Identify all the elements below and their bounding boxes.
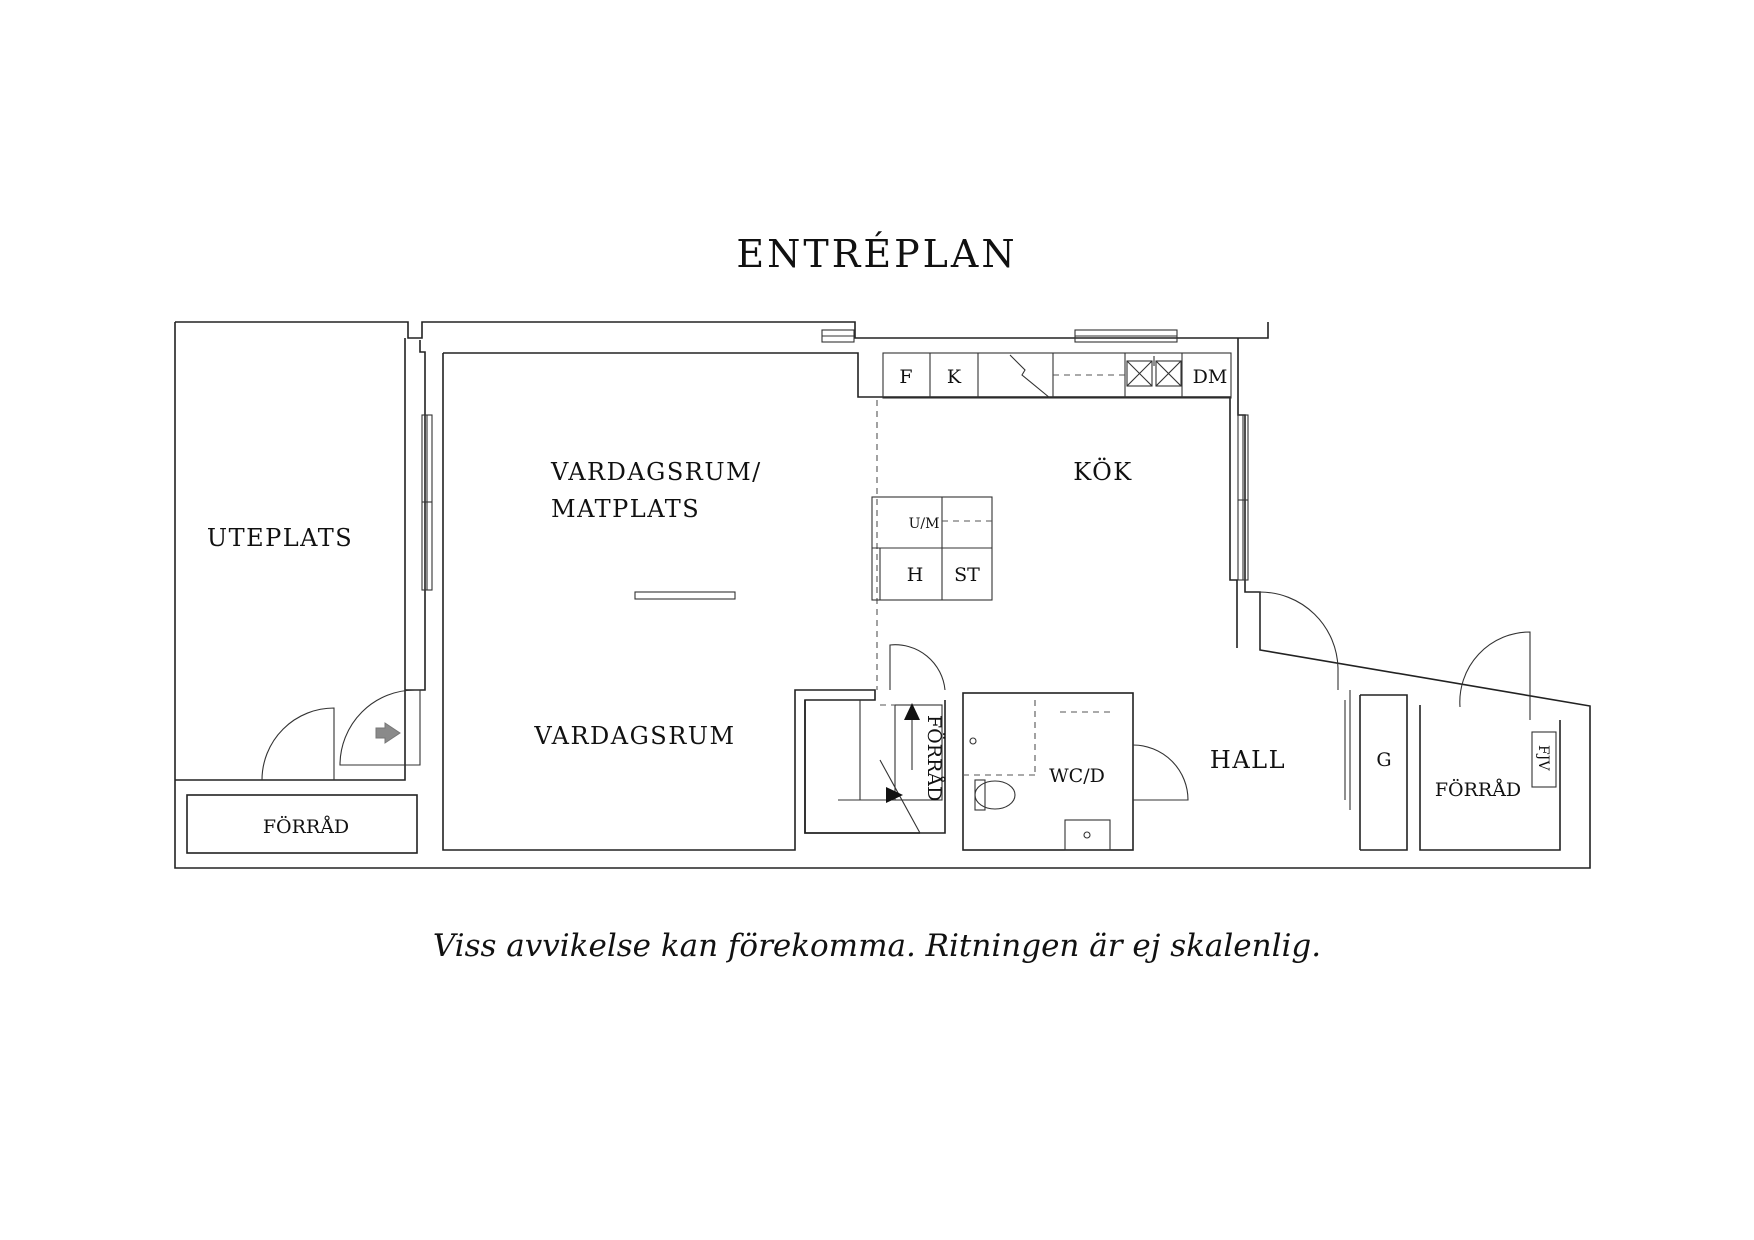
shower-drain-icon — [969, 737, 977, 745]
entrance-door — [339, 689, 421, 766]
washbasin-icon — [1064, 819, 1111, 851]
room-label-vardagsrum-matplats-1: VARDAGSRUM/ — [550, 458, 762, 486]
inner-wall — [442, 352, 1238, 851]
fixture-label-h: H — [907, 564, 924, 586]
stove-symbol — [1009, 354, 1051, 399]
room-label-forrad-left: FÖRRÅD — [263, 815, 349, 838]
page-title: ENTRÉPLAN — [736, 232, 1018, 276]
room-label-kok: KÖK — [1073, 457, 1132, 486]
kitchen-counter — [882, 352, 1232, 399]
room-label-uteplats: UTEPLATS — [207, 524, 353, 552]
stair-closet-door — [889, 644, 946, 691]
g-closet — [1359, 694, 1408, 851]
wc-door — [1132, 744, 1189, 801]
forrad-left-door — [261, 707, 335, 781]
fixture-label-k: K — [947, 366, 962, 388]
wc-room — [962, 692, 1134, 851]
fixture-label-st: ST — [954, 564, 980, 586]
entrance-arrow-icon — [375, 722, 401, 744]
fixture-label-dm: DM — [1193, 366, 1228, 388]
sink-1-icon — [1126, 360, 1153, 387]
fixture-label-um: U/M — [909, 516, 940, 532]
forrad-right-door — [1459, 631, 1531, 720]
stair-wall — [804, 700, 946, 834]
uteplats-wall — [175, 338, 426, 781]
forrad-right-box — [1419, 705, 1561, 851]
stair-arrow-up-icon — [904, 703, 920, 720]
disclaimer-caption: Viss avvikelse kan förekomma. Ritningen … — [432, 928, 1322, 964]
fixture-label-fjv: FJV — [1535, 745, 1551, 771]
room-label-forrad-right: FÖRRÅD — [1435, 778, 1521, 801]
stair-arrow-right-icon — [886, 787, 903, 803]
room-label-vardagsrum: VARDAGSRUM — [533, 722, 735, 750]
room-label-hall: HALL — [1210, 746, 1286, 774]
fixture-label-f: F — [899, 366, 912, 388]
room-label-wc-d: WC/D — [1049, 765, 1105, 787]
sink-2-icon — [1155, 360, 1182, 387]
room-label-g: G — [1376, 749, 1391, 771]
room-label-forrad-stair: FÖRRÅD — [923, 715, 946, 801]
forrad-left-box — [186, 794, 418, 854]
outer-wall — [174, 321, 1591, 869]
room-label-vardagsrum-matplats-2: MATPLATS — [551, 495, 700, 523]
fjv-box — [1531, 731, 1557, 788]
toilet-icon — [974, 780, 1016, 810]
stair-closet — [894, 704, 943, 801]
table-bar — [634, 591, 736, 600]
hall-door — [1259, 591, 1339, 669]
